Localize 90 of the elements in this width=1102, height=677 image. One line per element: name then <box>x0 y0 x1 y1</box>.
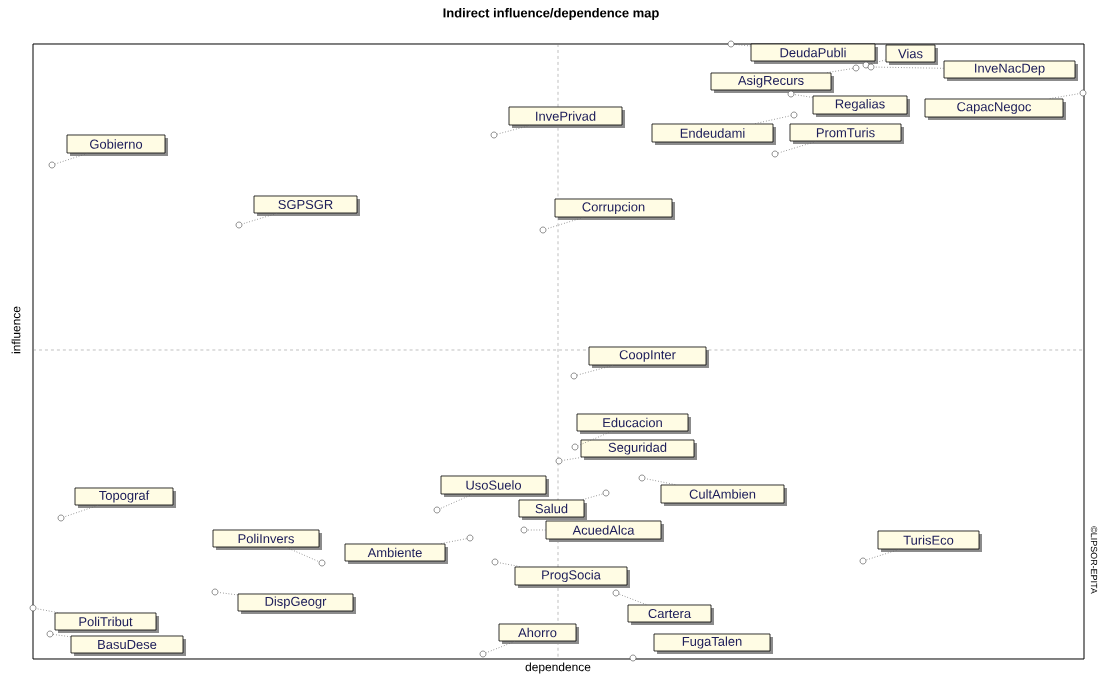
label-box: InveNacDep <box>943 60 1078 81</box>
data-point <box>235 221 243 229</box>
axis-label: dependence <box>525 662 591 674</box>
label-box: FugaTalen <box>653 633 773 654</box>
label-box: PromTuris <box>789 123 904 144</box>
label-box: CapacNegoc <box>924 98 1066 120</box>
data-point <box>46 630 54 638</box>
label-box: Vias <box>885 44 938 65</box>
data-point <box>867 63 875 71</box>
leader-line <box>868 59 886 65</box>
leader-line <box>439 494 473 510</box>
leader-line <box>52 634 71 638</box>
label-box: DispGeogr <box>237 593 356 614</box>
label-box: Gobierno <box>66 134 168 156</box>
chart-title: Indirect influence/dependence map <box>443 7 659 21</box>
data-point <box>466 534 474 542</box>
label-box: PoliTribut <box>54 612 159 633</box>
leader-line <box>576 365 614 376</box>
leader-line <box>793 94 813 98</box>
label-box: TurisEco <box>877 530 982 552</box>
data-point <box>771 150 779 158</box>
label-box: BasuDese <box>70 635 186 656</box>
data-point <box>433 506 441 514</box>
data-point <box>727 40 735 48</box>
label-box: Endeudami <box>651 123 776 145</box>
data-point <box>48 161 56 169</box>
leader-line <box>285 547 320 563</box>
label-box: Corrupcion <box>554 198 675 220</box>
leader-line <box>545 217 584 230</box>
leader-line <box>777 141 817 154</box>
label-box: Educacion <box>576 413 691 434</box>
label-box: InvePrivad <box>508 106 625 128</box>
data-point <box>479 650 487 658</box>
label-box: SGPSGR <box>253 195 360 216</box>
data-point <box>491 558 499 566</box>
label-box: CultAmbien <box>660 484 787 506</box>
data-point <box>29 604 37 612</box>
leader-line <box>217 592 238 596</box>
data-point <box>57 514 65 522</box>
data-point <box>570 372 578 380</box>
label-box: UsoSuelo <box>440 475 549 497</box>
data-point <box>1079 89 1087 97</box>
data-point <box>629 654 637 662</box>
data-point <box>638 474 646 482</box>
label-box: PoliInvers <box>212 529 322 550</box>
data-point <box>490 131 498 139</box>
leader-line <box>873 66 944 69</box>
label-box: Ahorro <box>498 623 579 644</box>
label-box: CoopInter <box>588 346 709 368</box>
leader-line <box>496 125 531 135</box>
leader-line <box>644 478 676 485</box>
leader-line <box>241 213 278 225</box>
data-point <box>555 457 563 465</box>
copyright-note: ©LIPSOR-EPITA <box>1090 526 1098 594</box>
label-box: DeudaPubli <box>750 43 878 64</box>
data-point <box>602 489 610 497</box>
data-point <box>790 111 798 119</box>
data-point <box>787 90 795 98</box>
data-point <box>211 588 219 596</box>
data-point <box>318 559 326 567</box>
label-box: Ambiente <box>344 543 448 564</box>
leader-line <box>485 641 516 654</box>
leader-line <box>35 608 59 613</box>
label-box: Regalias <box>812 95 910 117</box>
leader-line <box>497 562 521 567</box>
label-box: AcuedAlca <box>545 520 664 542</box>
leader-line <box>1049 93 1081 99</box>
label-box: ProgSocia <box>514 566 630 588</box>
label-box: Salud <box>518 499 587 520</box>
leader-line <box>577 431 613 447</box>
leader-line <box>618 593 647 605</box>
leader-line <box>54 153 88 165</box>
label-box: Seguridad <box>580 439 697 460</box>
label-box: AsigRecurs <box>710 72 834 93</box>
leader-line <box>526 529 546 531</box>
label-box: Topograf <box>74 487 176 508</box>
data-point <box>612 589 620 597</box>
data-point <box>859 557 867 565</box>
axis-label: influence <box>11 306 21 354</box>
leader-line <box>561 457 583 461</box>
leader-line <box>865 549 900 561</box>
leader-line <box>733 43 751 47</box>
data-point <box>571 443 579 451</box>
label-box: Cartera <box>627 604 714 625</box>
data-point <box>852 64 860 72</box>
leader-line <box>754 115 792 124</box>
data-point <box>539 226 547 234</box>
data-point <box>520 526 528 534</box>
data-point <box>862 61 870 69</box>
leader-line <box>826 68 854 73</box>
